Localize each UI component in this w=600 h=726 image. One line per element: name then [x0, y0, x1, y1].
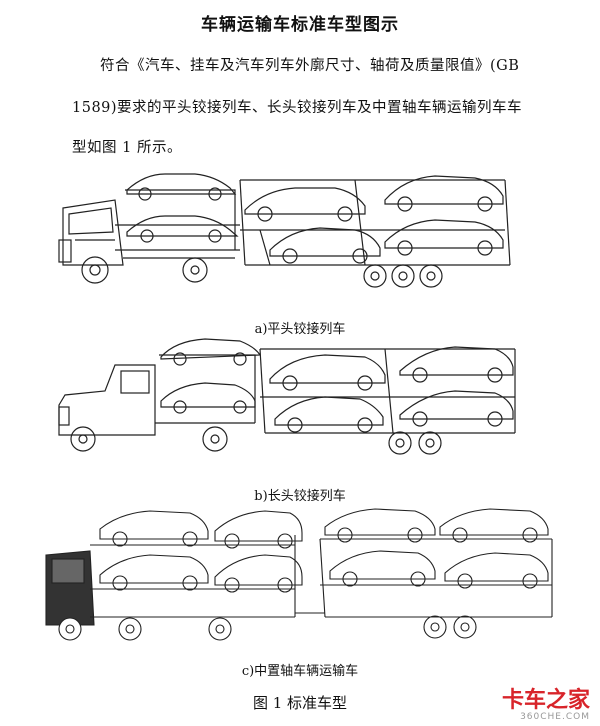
paragraph-line-3: 型如图 1 所示。 [72, 140, 182, 156]
caption-c: c)中置轴车辆运输车 [241, 664, 359, 679]
watermark: 卡车之家 360CHE.COM [501, 688, 590, 723]
caption-a: a)平头铰接列车 [254, 322, 346, 337]
watermark-site: 360CHE.COM [520, 712, 590, 722]
figure-a-flat-head-car-carrier [58, 173, 511, 288]
caption-b: b)长头铰接列车 [254, 489, 346, 504]
watermark-logo: 卡车之家 [501, 688, 590, 713]
figure-c-center-axle-car-transporter [45, 508, 553, 641]
figure-b-long-head-car-carrier [58, 338, 516, 455]
figure-title: 图 1 标准车型 [252, 694, 348, 712]
paragraph-line-1: 符合《汽车、挂车及汽车列车外廓尺寸、轴荷及质量限值》(GB [100, 58, 520, 74]
page-title: 车辆运输车标准车型图示 [201, 15, 399, 35]
paragraph-line-2: 1589)要求的平头铰接列车、长头铰接列车及中置轴车辆运输列车车 [72, 100, 523, 116]
